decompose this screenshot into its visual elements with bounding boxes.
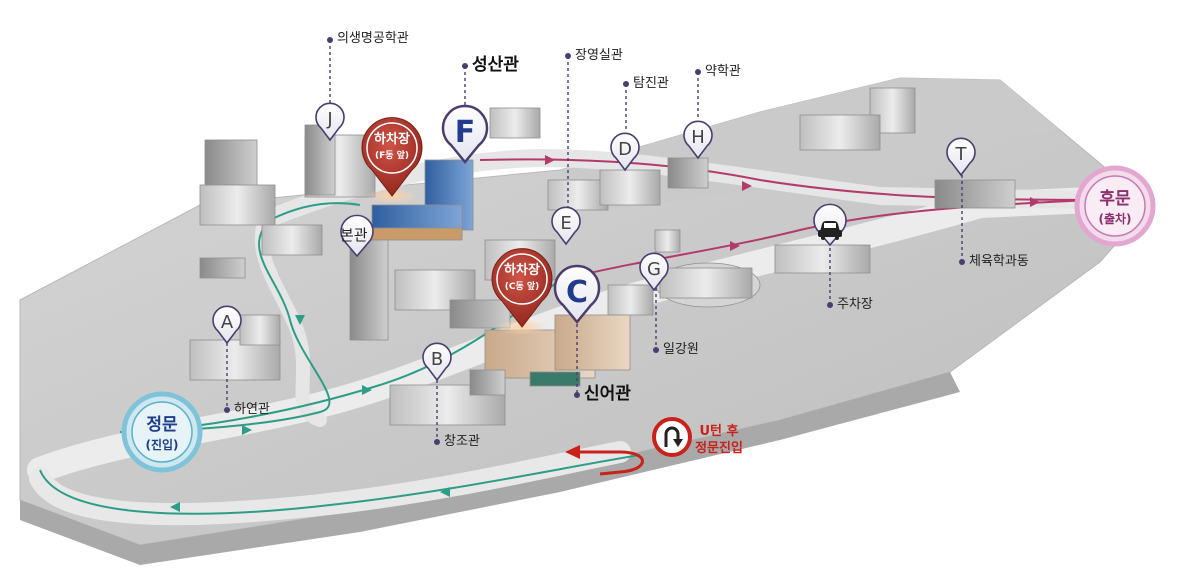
label-yakhak: 약학관 bbox=[705, 64, 741, 79]
front-gate-sub: (진입) bbox=[145, 437, 178, 452]
label-seongsan: 성산관 bbox=[472, 55, 519, 75]
pin-b-letter: B bbox=[431, 349, 443, 370]
u-turn-route bbox=[565, 445, 644, 476]
label-parking: 주차장 bbox=[837, 297, 873, 312]
pin-j-letter: J bbox=[326, 109, 332, 130]
front-gate-title: 정문 bbox=[146, 415, 178, 435]
pin-stems bbox=[226, 40, 963, 442]
rear-gate-sub: (출차) bbox=[1098, 211, 1131, 226]
pin-parking[interactable] bbox=[813, 203, 847, 247]
bus-stop-c[interactable]: 하차장 (C동 앞) bbox=[491, 248, 553, 335]
bus-stop-c-sub: (C동 앞) bbox=[505, 280, 540, 292]
pin-d-letter: D bbox=[618, 139, 632, 160]
label-bongwan: 본관 bbox=[340, 226, 368, 244]
pin-bongwan[interactable] bbox=[340, 214, 374, 258]
pin-t-letter: T bbox=[955, 144, 968, 165]
bus-stop-f-title: 하차장 bbox=[374, 131, 410, 147]
u-turn-line2: 정문진입 bbox=[695, 440, 743, 456]
front-gate[interactable]: 정문 (진입) bbox=[121, 391, 203, 473]
pin-h[interactable]: H bbox=[683, 120, 713, 160]
bottom-road bbox=[29, 441, 631, 526]
pin-f-letter: F bbox=[455, 115, 476, 150]
bus-stop-f[interactable]: 하차장 (F동 앞) bbox=[361, 117, 423, 204]
pin-f[interactable]: F bbox=[441, 104, 489, 164]
label-changjo: 창조관 bbox=[444, 434, 480, 449]
pin-c[interactable]: C bbox=[553, 264, 601, 324]
pin-g-letter: G bbox=[647, 259, 661, 280]
route-arrows bbox=[170, 315, 450, 512]
pin-d[interactable]: D bbox=[610, 132, 640, 172]
label-sineo: 신어관 bbox=[584, 384, 631, 404]
pin-dots bbox=[224, 37, 965, 445]
pin-t[interactable]: T bbox=[946, 137, 976, 177]
label-ui-saengmyeong: 의생명공학관 bbox=[337, 31, 409, 46]
lower-terrain bbox=[20, 372, 960, 565]
pin-a[interactable]: A bbox=[212, 305, 242, 345]
pin-j[interactable]: J bbox=[315, 102, 345, 142]
label-jangyeong: 장영실관 bbox=[575, 48, 623, 63]
pin-c-letter: C bbox=[566, 275, 588, 310]
pin-b[interactable]: B bbox=[422, 342, 452, 382]
exit-route-arrows bbox=[545, 155, 1040, 251]
label-hayeon: 하연관 bbox=[234, 402, 270, 417]
bus-stop-f-sub: (F동 앞) bbox=[375, 149, 409, 161]
label-ilgang: 일강원 bbox=[663, 342, 699, 357]
pin-g[interactable]: G bbox=[639, 252, 669, 292]
car-icon bbox=[818, 221, 842, 240]
pin-e-letter: E bbox=[560, 213, 571, 234]
u-turn-line1: U턴 후 bbox=[699, 423, 738, 439]
pin-e[interactable]: E bbox=[551, 206, 581, 246]
rear-gate[interactable]: 후문 (출차) bbox=[1074, 165, 1156, 247]
pin-a-letter: A bbox=[221, 312, 234, 333]
u-turn-icon bbox=[652, 417, 692, 457]
bus-stop-c-title: 하차장 bbox=[504, 262, 540, 278]
label-cheyuk: 체육학과동 bbox=[969, 254, 1029, 269]
rear-gate-title: 후문 bbox=[1099, 188, 1131, 209]
label-tamjin: 탐진관 bbox=[633, 76, 669, 91]
pin-h-letter: H bbox=[691, 127, 705, 148]
